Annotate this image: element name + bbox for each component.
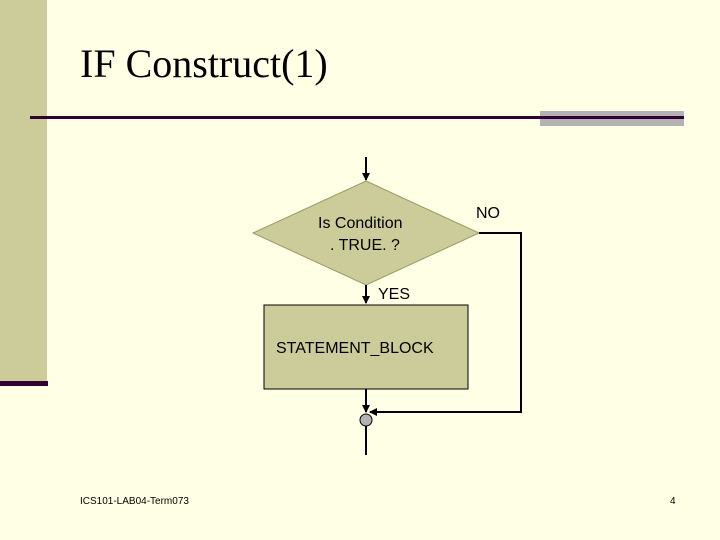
statement-block-label: STATEMENT_BLOCK (276, 340, 434, 357)
merge-connector (359, 413, 373, 427)
sidebar-accent (0, 381, 48, 386)
decision-diamond (251, 180, 481, 286)
decision-label-line2: . TRUE. ? (330, 237, 400, 254)
title-rule (30, 116, 540, 119)
yes-label: YES (378, 286, 411, 303)
footer-course: ICS101-LAB04-Term073 (80, 496, 189, 507)
page-number: 4 (670, 496, 676, 507)
title-rule-extension (540, 116, 684, 119)
slide-title: IF Construct(1) (80, 41, 328, 86)
statement-block-box (263, 304, 469, 390)
no-label: NO (476, 205, 500, 222)
sidebar-decoration (0, 0, 47, 383)
no-branch-line (369, 232, 522, 416)
decision-label-line1: Is Condition (318, 215, 403, 232)
